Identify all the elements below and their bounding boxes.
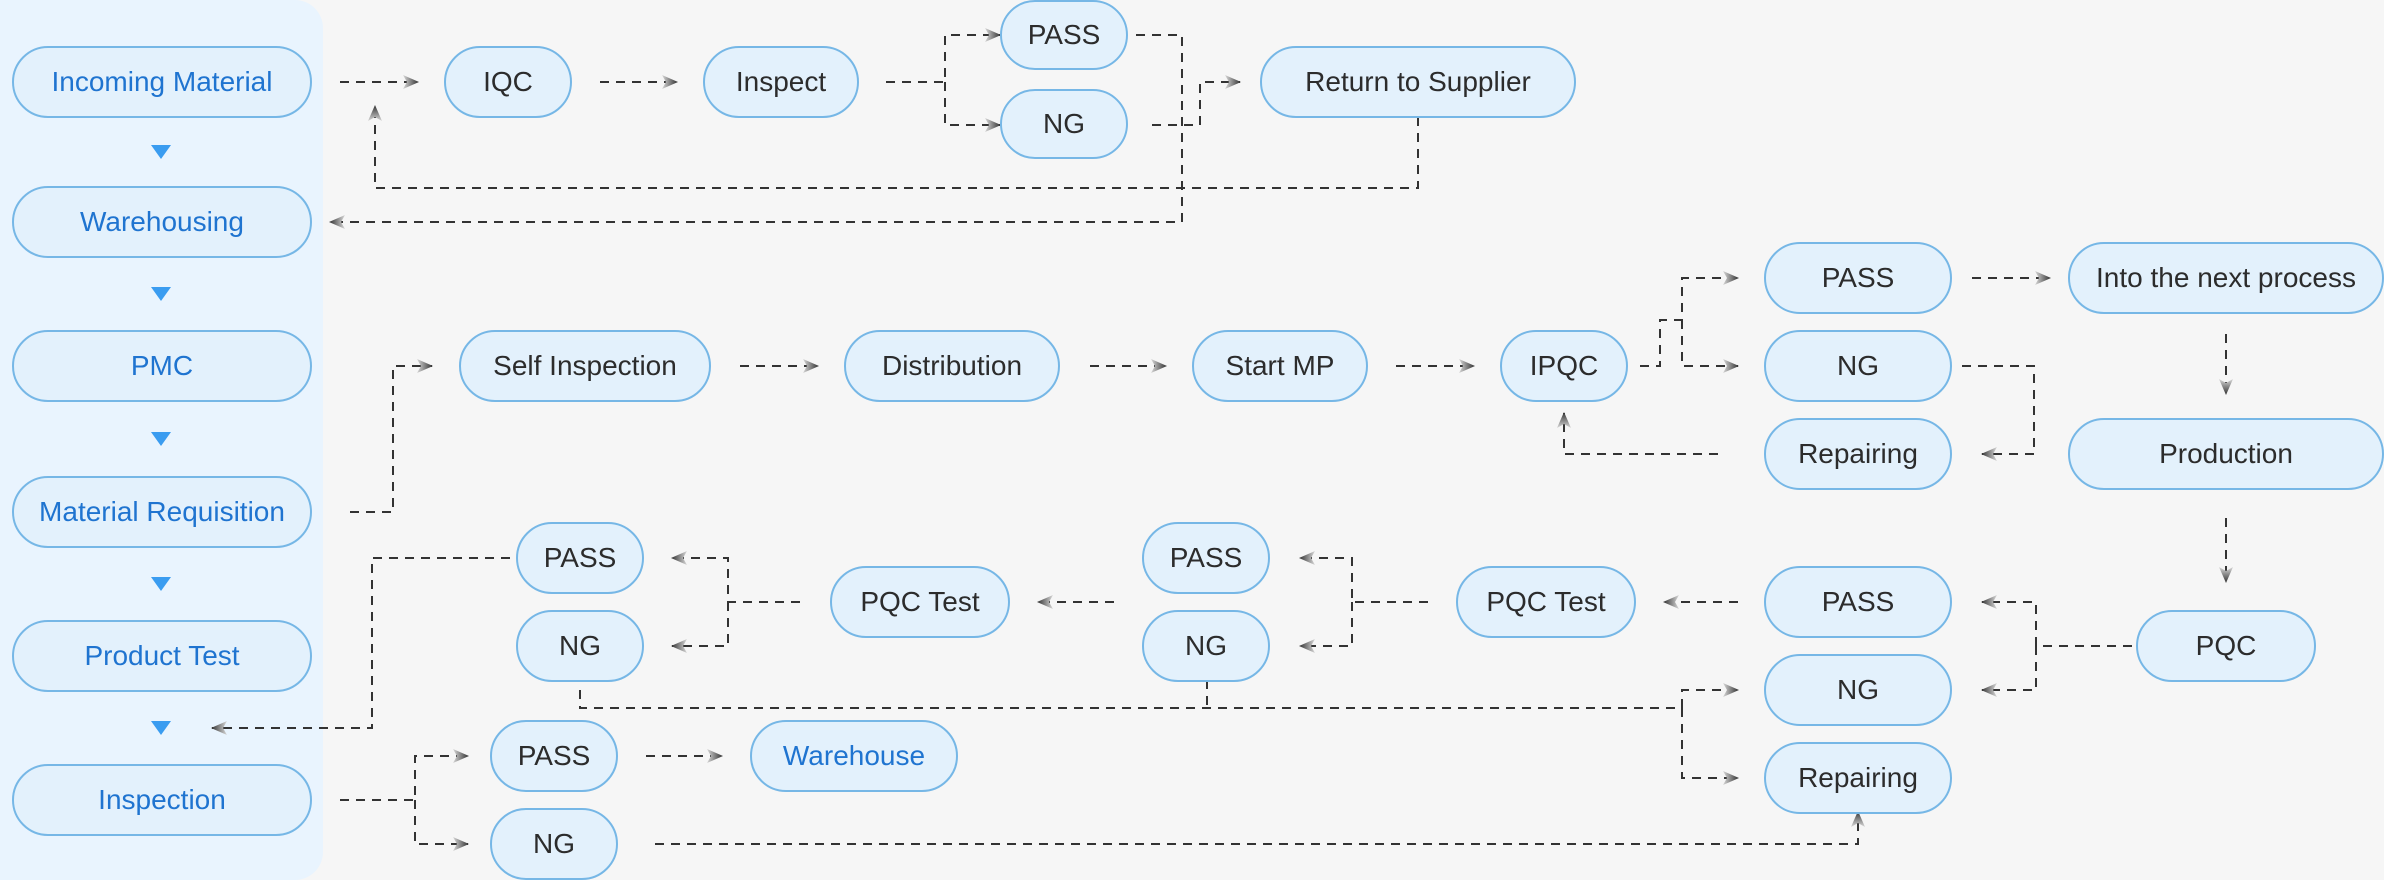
product-test-node: Product Test bbox=[12, 620, 312, 692]
warehousing-node: Warehousing bbox=[12, 186, 312, 258]
connector-requisition-to-self-inspection bbox=[350, 359, 433, 513]
production-node: Production bbox=[2068, 418, 2384, 490]
connector-inspect-to-ng bbox=[944, 82, 1001, 132]
material-requisition-node: Material Requisition bbox=[12, 476, 312, 548]
ipqc-pass-node: PASS bbox=[1764, 242, 1952, 314]
connector-inspect-to-pass bbox=[886, 28, 1001, 83]
connector-ng-to-repairing-bottom bbox=[655, 811, 1865, 845]
inspection-ng-node: NG bbox=[490, 808, 618, 880]
connector-pqc-test-to-pass bbox=[1299, 551, 1428, 603]
connector-ipqc-to-ng bbox=[1681, 320, 1739, 373]
connector-pqc-to-ng bbox=[1981, 646, 2037, 697]
connector-inspection-to-pass bbox=[340, 749, 469, 801]
self-inspection-node: Self Inspection bbox=[459, 330, 711, 402]
ipqc-ng-node: NG bbox=[1764, 330, 1952, 402]
ipqc-node: IPQC bbox=[1500, 330, 1628, 402]
pmc-node: PMC bbox=[12, 330, 312, 402]
pqc-pass-node: PASS bbox=[1764, 566, 1952, 638]
return-to-supplier-node: Return to Supplier bbox=[1260, 46, 1576, 118]
pqc-test-right-node: PQC Test bbox=[1456, 566, 1636, 638]
distribution-node: Distribution bbox=[844, 330, 1060, 402]
pqc-node: PQC bbox=[2136, 610, 2316, 682]
connector-ng-to-return-supplier bbox=[1152, 75, 1241, 126]
inspect-node: Inspect bbox=[703, 46, 859, 118]
connector-ipqc-ng-to-repairing bbox=[1962, 365, 2035, 461]
inspection-pass-node: PASS bbox=[490, 720, 618, 792]
pqc-ng-node: NG bbox=[1764, 654, 1952, 726]
warehouse-node: Warehouse bbox=[750, 720, 958, 792]
iqc-pass-node: PASS bbox=[1000, 0, 1128, 70]
ipqc-repairing-node: Repairing bbox=[1764, 418, 1952, 490]
connector-pqc-test-left-to-pass bbox=[671, 551, 800, 603]
pqc-test-left-node: PQC Test bbox=[830, 566, 1010, 638]
iqc-ng-node: NG bbox=[1000, 89, 1128, 159]
connector-ipqc-to-pass bbox=[1640, 271, 1739, 367]
connector-repairing-to-ipqc bbox=[1557, 412, 1718, 455]
iqc-node: IQC bbox=[444, 46, 572, 118]
pqc-test-right-pass-node: PASS bbox=[1142, 522, 1270, 594]
inspection-node: Inspection bbox=[12, 764, 312, 836]
down-triangle-icon bbox=[151, 145, 171, 159]
pqc-test-right-ng-node: NG bbox=[1142, 610, 1270, 682]
pqc-test-left-pass-node: PASS bbox=[516, 522, 644, 594]
down-triangle-icon bbox=[151, 721, 171, 735]
down-triangle-icon bbox=[151, 287, 171, 301]
incoming-material-node: Incoming Material bbox=[12, 46, 312, 118]
connector-pqc-test-left-to-ng bbox=[671, 602, 729, 653]
start-mp-node: Start MP bbox=[1192, 330, 1368, 402]
connector-return-supplier-to-incoming bbox=[368, 105, 1419, 189]
pqc-repairing-node: Repairing bbox=[1764, 742, 1952, 814]
connector-pqc-to-pass bbox=[1981, 595, 2164, 647]
connector-join-to-pqc-ng bbox=[1681, 683, 1739, 708]
pqc-test-left-ng-node: NG bbox=[516, 610, 644, 682]
connector-pass-to-product-test bbox=[211, 557, 510, 735]
connector-pqc-test-to-ng bbox=[1299, 602, 1353, 653]
down-triangle-icon bbox=[151, 432, 171, 446]
connector-pass-to-warehousing bbox=[329, 34, 1183, 229]
connector-inspection-to-ng bbox=[414, 800, 469, 851]
down-triangle-icon bbox=[151, 577, 171, 591]
into-next-process-node: Into the next process bbox=[2068, 242, 2384, 314]
